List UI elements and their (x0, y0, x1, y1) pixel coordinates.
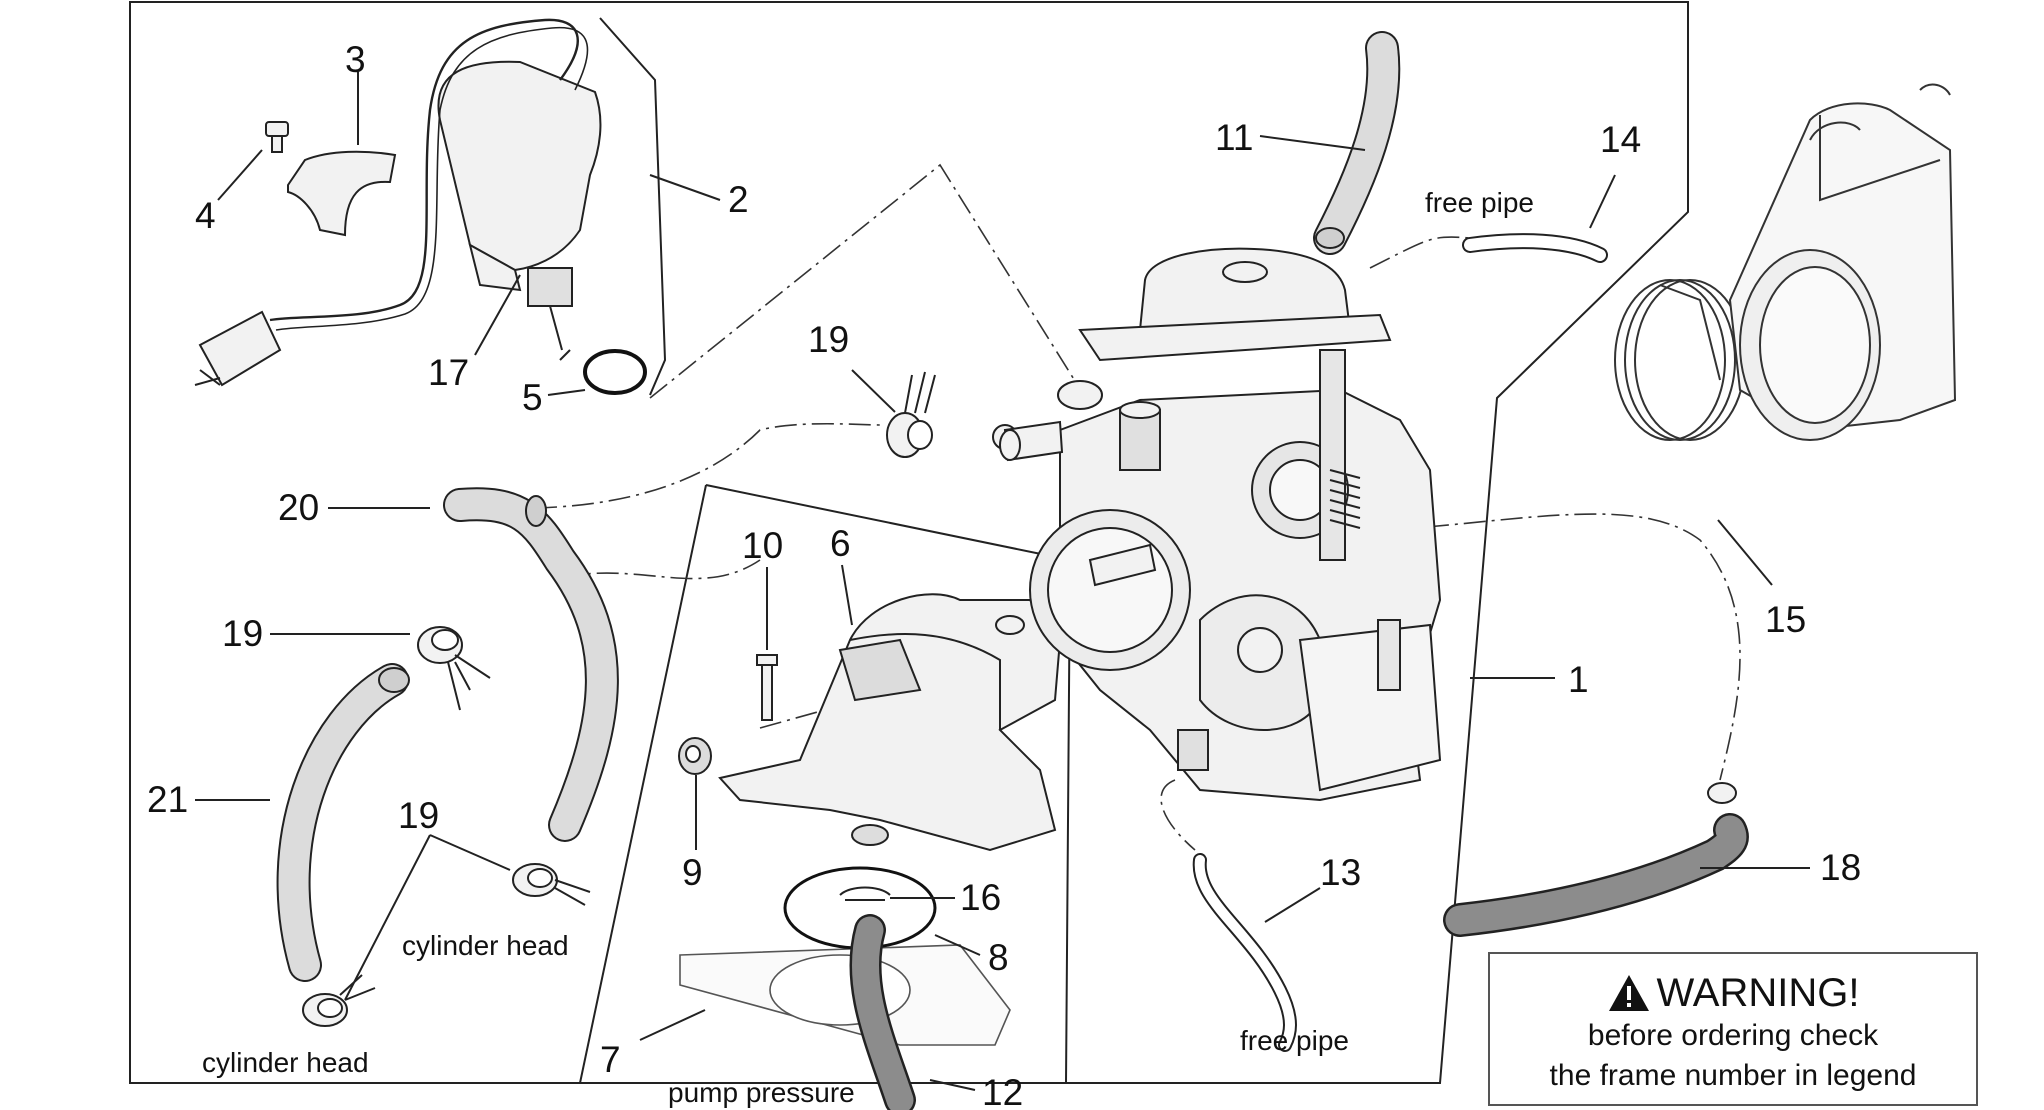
leader-2 (649, 174, 721, 201)
inner-frame-bottom (705, 484, 1072, 1084)
leader-15 (1717, 519, 1773, 586)
leader-5 (547, 389, 586, 396)
clip-16 (839, 886, 891, 901)
callout-3: 3 (345, 39, 366, 80)
callout-11: 11 (1215, 117, 1253, 158)
leader-4 (217, 149, 263, 201)
callout-18: 18 (1820, 847, 1861, 888)
hose-21-fill (278, 665, 407, 980)
callout-14: 14 (1600, 119, 1641, 160)
callout-2: 2 (728, 179, 749, 220)
leader-19c (344, 834, 511, 1001)
callout-9: 9 (682, 852, 703, 893)
nut-9 (678, 737, 712, 775)
leader-7 (639, 1009, 706, 1041)
callout-19-a: 19 (808, 319, 849, 360)
o-ring-5 (583, 349, 647, 395)
leader-11 (1259, 135, 1366, 151)
sensor-cable-2 (275, 26, 589, 331)
callout-20: 20 (278, 487, 319, 528)
warning-line-2: the frame number in legend (1549, 1059, 1917, 1092)
inner-frame-top (599, 17, 667, 396)
leader-8 (934, 934, 981, 956)
callout-10: 10 (742, 525, 783, 566)
carburetor-1 (999, 247, 1442, 802)
hose-18-fill (1445, 815, 1747, 935)
warning-triangle-icon (1608, 975, 1649, 1011)
intake-boot (1728, 83, 1957, 441)
hose-12-fill (851, 916, 914, 1110)
leader-to-pipe14 (1369, 236, 1471, 269)
clamp-19-lower-left (302, 974, 376, 1027)
callout-6: 6 (830, 523, 851, 564)
callout-19-c: 19 (398, 795, 439, 836)
callout-5: 5 (522, 377, 543, 418)
callout-7: 7 (600, 1039, 621, 1080)
sensor-connector (194, 310, 282, 387)
callout-8: 8 (988, 937, 1009, 978)
leader-sensor-to-carb (649, 163, 1091, 406)
warning-title-row: WARNING! (1490, 970, 1976, 1016)
sensor-cable (269, 18, 579, 322)
clamp-19-bottom (512, 863, 591, 906)
clamp-19-mid (417, 626, 491, 711)
warning-box: WARNING! before ordering check the frame… (1488, 952, 1978, 1106)
leader-14 (1589, 174, 1616, 229)
pipe-14-fill (1464, 235, 1606, 261)
callout-16: 16 (960, 877, 1001, 918)
leader-17 (474, 274, 521, 356)
callout-4: 4 (195, 195, 216, 236)
label-cylinder-head-left: cylinder head (202, 1047, 369, 1078)
callout-21: 21 (147, 779, 188, 820)
screw-4 (265, 121, 289, 153)
pipe-13 (1192, 853, 1297, 1052)
bracket-3 (287, 150, 397, 237)
leader-hose20-to-carb (534, 422, 881, 509)
label-free-pipe-bottom: free pipe (1240, 1025, 1349, 1056)
warning-line-1: before ordering check (1587, 1019, 1879, 1052)
clamp-19-top (886, 371, 1018, 458)
label-pump-pressure: pump pressure (668, 1077, 855, 1108)
callout-17: 17 (428, 352, 469, 393)
hose-clamp-15 (1614, 279, 1746, 441)
callout-13: 13 (1320, 852, 1361, 893)
hose-11-end (1315, 227, 1345, 249)
label-free-pipe-top: free pipe (1425, 187, 1534, 218)
screw-10 (756, 654, 778, 721)
leader-19a (851, 369, 896, 413)
hose-21-end (378, 667, 410, 693)
leader-12 (929, 1079, 976, 1091)
leader-6 (841, 564, 853, 626)
hose-20-end (525, 495, 547, 527)
callout-15: 15 (1765, 599, 1806, 640)
hose-11-fill (1315, 33, 1399, 253)
hose-20-fill (445, 489, 617, 840)
choke-sensor-17 (437, 60, 602, 361)
clamp-18 (1707, 782, 1737, 804)
callout-1: 1 (1568, 659, 1589, 700)
leader-to-hose18 (1389, 513, 1741, 781)
label-cylinder-head-right: cylinder head (402, 930, 569, 961)
outer-frame (129, 1, 1689, 1084)
callout-12: 12 (982, 1072, 1023, 1110)
intake-manifold-6 (718, 593, 1062, 852)
gasket-7 (679, 944, 1011, 1046)
inner-frame-diagonal (579, 484, 707, 1084)
pipe-13-fill (1194, 855, 1295, 1050)
warning-title: WARNING! (1656, 971, 1860, 1015)
leader-to-pipe13 (1160, 779, 1196, 851)
leader-13 (1264, 887, 1321, 923)
callout-19-b: 19 (222, 613, 263, 654)
